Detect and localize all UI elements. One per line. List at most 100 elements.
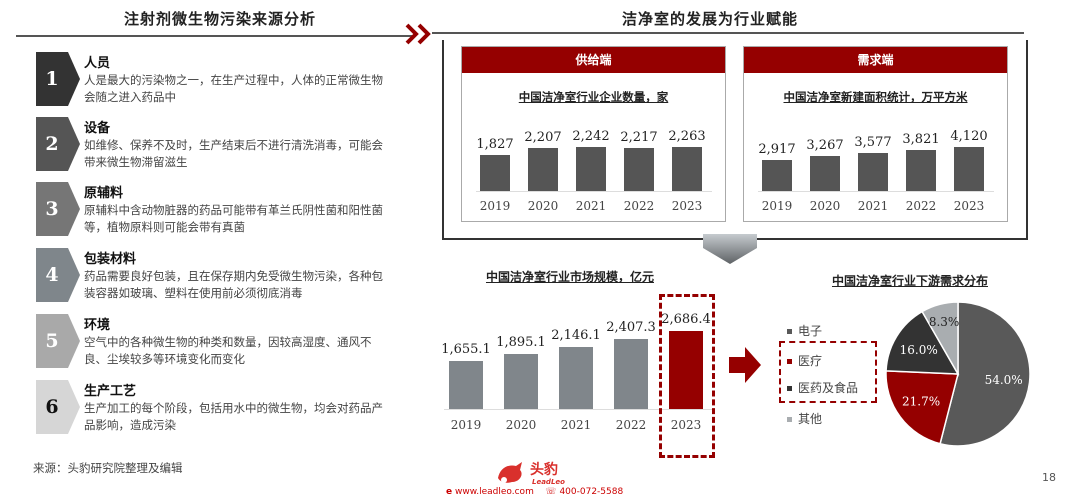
item-description: 原辅料中含动物脏器的药品可能带有革兰氏阴性菌和阳性菌等，植物原料则可能会带有真菌 [84, 203, 383, 234]
footer-contact: e www.leadleo.com ☏ 400-072-5588 [446, 487, 623, 497]
market-x-axis-label: 2022 [615, 418, 647, 432]
bar-column: 2,917 [758, 140, 796, 191]
legend-swatch-icon [787, 329, 792, 334]
x-axis-label: 2022 [905, 199, 937, 213]
bar [810, 156, 840, 191]
bar [480, 155, 510, 191]
x-axis-label: 2020 [809, 199, 841, 213]
contamination-source-item: 5 环境 空气中的各种微生物的种类和数量，因较高湿度、通风不良、尘埃较多等环境变… [36, 314, 396, 368]
bar-column: 2,207 [524, 128, 562, 191]
market-bar [669, 331, 703, 409]
contamination-source-item: 2 设备 如维修、保养不及时，生产结束后不进行清洗消毒，可能会带来微生物滞留滋生 [36, 117, 396, 171]
item-description: 人是最大的污染物之一，在生产过程中，人体的正常微生物会随之进入药品中 [84, 73, 383, 104]
legend-label: 电子 [798, 324, 823, 338]
bar-column: 2,242 [572, 127, 610, 191]
bar [762, 160, 792, 191]
bar [624, 148, 654, 191]
item-description: 药品需要良好包装，且在保存期内免受微生物污染，各种包装容器如玻璃、塑料在使用前必… [84, 269, 383, 300]
legend-label: 其他 [798, 412, 823, 426]
supply-chart-title: 中国洁净室行业企业数量，家 [518, 90, 669, 104]
item-number: 5 [45, 330, 59, 352]
bar-column: 3,267 [806, 136, 844, 191]
highlight-2023-box [659, 294, 715, 458]
source-note: 来源：头豹研究院整理及编辑 [33, 461, 183, 475]
contamination-source-item: 3 原辅料 原辅料中含动物脏器的药品可能带有革兰氏阴性菌和阳性菌等，植物原料则可… [36, 182, 396, 236]
market-bar-value-label: 1,655.1 [441, 342, 491, 357]
market-bar-value-label: 1,895.1 [496, 335, 546, 350]
bar-value-label: 1,827 [476, 137, 514, 152]
bar-column: 4,120 [950, 127, 988, 191]
legend-item: 电子 [787, 322, 822, 339]
x-axis-label: 2022 [623, 199, 655, 213]
market-bar-column: 1,655.1 [441, 339, 491, 409]
market-bar [504, 354, 538, 409]
item-description: 空气中的各种微生物的种类和数量，因较高湿度、通风不良、尘埃较多等环境变化而变化 [84, 335, 372, 366]
website-link[interactable]: www.leadleo.com [454, 487, 534, 497]
bar-column: 3,821 [902, 130, 940, 191]
item-number: 3 [45, 198, 59, 220]
market-bar-column: 2,686.4 [661, 309, 711, 409]
demand-header: 需求端 [744, 47, 1007, 73]
market-size-x-axis: 2019 2020 2021 2022 2023 [444, 418, 714, 434]
pie-slice [885, 310, 960, 375]
market-bar-value-label: 2,686.4 [661, 312, 711, 327]
bar [528, 148, 558, 191]
right-arrow-icon [729, 347, 761, 383]
page-number: 18 [1042, 471, 1056, 484]
x-axis-label: 2023 [953, 199, 985, 213]
contamination-source-item: 6 生产工艺 生产加工的每个阶段，包括用水中的微生物，均会对药品产品影响，造成污… [36, 380, 396, 434]
contamination-source-item: 1 人员 人是最大的污染物之一，在生产过程中，人体的正常微生物会随之进入药品中 [36, 52, 396, 106]
legend-label: 医疗 [798, 354, 823, 368]
pie-slice [885, 370, 959, 445]
item-title: 原辅料 [84, 186, 124, 201]
bar-column: 3,577 [854, 133, 892, 191]
legend-label: 医药及食品 [798, 381, 859, 395]
left-title-divider [16, 35, 416, 37]
market-bar-column: 2,407.3 [606, 317, 656, 409]
bar [672, 147, 702, 191]
bar [906, 150, 936, 191]
market-bar [614, 339, 648, 409]
legend-item: 其他 [787, 410, 822, 427]
legend-swatch-icon [787, 386, 792, 391]
x-axis-label: 2019 [761, 199, 793, 213]
bar-value-label: 2,207 [524, 130, 562, 145]
market-x-axis-label: 2020 [505, 418, 537, 432]
pie-slice-label: 8.3% [929, 315, 960, 329]
pie-slice [939, 301, 1031, 447]
x-axis-label: 2023 [671, 199, 703, 213]
market-bar-value-label: 2,146.1 [551, 328, 601, 343]
bar-value-label: 3,267 [806, 138, 844, 153]
item-number: 2 [45, 133, 59, 155]
phone-icon: ☏ [545, 487, 557, 497]
item-number: 1 [45, 68, 59, 90]
bar-value-label: 3,577 [854, 135, 892, 150]
bar-value-label: 2,217 [620, 130, 658, 145]
chevron-number-badge: 4 [36, 248, 80, 302]
legend-swatch-icon [787, 417, 792, 422]
market-bar-column: 1,895.1 [496, 332, 546, 409]
market-x-axis-label: 2023 [670, 418, 702, 432]
demand-bar-chart: 2,917 3,267 3,577 3,821 4,120 [758, 117, 994, 192]
chevron-number-badge: 5 [36, 314, 80, 368]
bar [576, 147, 606, 191]
legend-swatch-icon [787, 359, 792, 364]
pie-slice-label: 21.7% [902, 394, 940, 408]
bar-value-label: 2,242 [572, 129, 610, 144]
market-size-bar-chart: 1,655.1 1,895.1 2,146.1 2,407.3 2,686.4 [441, 300, 714, 410]
legend-item: 医药及食品 [787, 379, 858, 396]
item-description: 如维修、保养不及时，生产结束后不进行清洗消毒，可能会带来微生物滞留滋生 [84, 138, 383, 169]
market-x-axis-label: 2019 [450, 418, 482, 432]
x-axis-label: 2019 [479, 199, 511, 213]
item-description: 生产加工的每个阶段，包括用水中的微生物，均会对药品产品影响，造成污染 [84, 401, 383, 432]
contamination-source-item: 4 包装材料 药品需要良好包装，且在保存期内免受微生物污染，各种包装容器如玻璃、… [36, 248, 396, 302]
supply-header: 供给端 [462, 47, 725, 73]
item-title: 包装材料 [84, 252, 137, 267]
market-size-chart-title: 中国洁净室行业市场规模，亿元 [485, 270, 654, 284]
legend-highlight-box [779, 341, 877, 403]
item-number: 4 [45, 264, 59, 286]
demand-distribution-pie: 54.0%21.7%16.0%8.3% [885, 301, 1031, 447]
item-title: 生产工艺 [84, 384, 137, 399]
down-arrow-icon [703, 234, 757, 264]
market-x-axis-label: 2021 [560, 418, 592, 432]
